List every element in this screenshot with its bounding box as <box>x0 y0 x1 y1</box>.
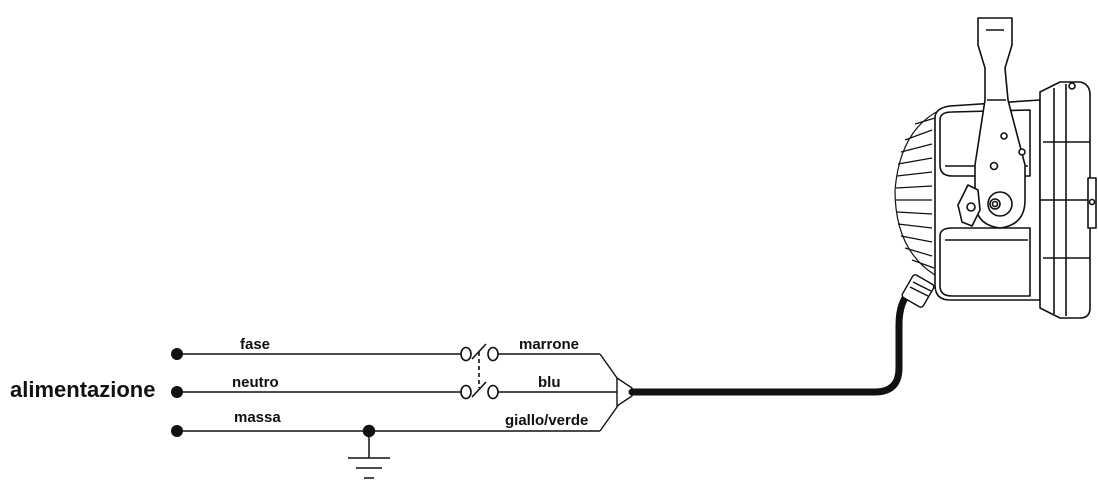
wire-label-brown: marrone <box>519 336 579 353</box>
supply-label: alimentazione <box>10 377 155 402</box>
wire-label-earth: massa <box>234 409 281 426</box>
power-cable <box>628 286 916 396</box>
wire-label-blue: blu <box>538 374 561 391</box>
cable-gland-icon <box>901 274 935 308</box>
cable-end <box>599 353 633 432</box>
spotlight-fixture-icon <box>894 17 1097 319</box>
wire-label-phase: fase <box>240 336 270 353</box>
wire-label-yellow-green: giallo/verde <box>505 412 588 429</box>
wire-label-neutral: neutro <box>232 374 279 391</box>
double-pole-switch-icon <box>460 343 499 400</box>
ground-symbol-icon <box>348 424 390 479</box>
